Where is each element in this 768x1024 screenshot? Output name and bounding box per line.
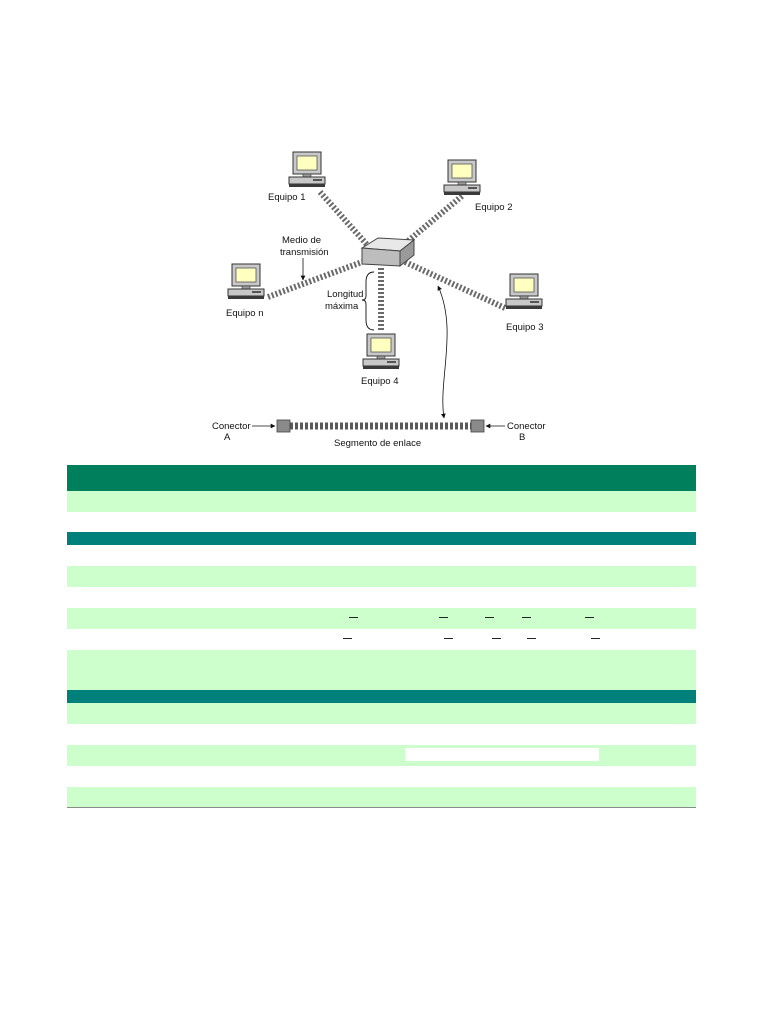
label-equipo-4: Equipo 4 <box>361 376 399 387</box>
label-equipo-n: Equipo n <box>226 308 264 319</box>
table-row <box>67 587 696 608</box>
table-row <box>67 566 696 587</box>
longitud-brace <box>361 271 375 331</box>
table-row <box>67 787 696 808</box>
label-medio-line2: transmisión <box>280 247 329 258</box>
computer-icon <box>505 273 543 310</box>
dash-mark <box>343 638 352 639</box>
label-longitud-line1: Longitud <box>327 289 363 300</box>
table-section-band <box>67 532 696 545</box>
cable-equipo-3 <box>403 259 507 311</box>
table-cell-highlight <box>405 748 599 761</box>
table-row <box>67 724 696 745</box>
computer-icon <box>288 151 326 188</box>
table-row <box>67 608 696 629</box>
connector-icon <box>276 419 291 433</box>
dash-mark <box>591 638 600 639</box>
star-topology-diagram: Equipo 1 Equipo 2 Equipo 3 Equipo 4 Equi… <box>212 151 546 449</box>
hub-icon <box>360 237 416 268</box>
computer-icon <box>443 159 481 196</box>
dash-mark <box>522 617 531 618</box>
table-row <box>67 745 696 766</box>
table-row <box>67 629 696 650</box>
label-conector-a-line2: A <box>224 432 231 443</box>
table-row <box>67 512 696 532</box>
dash-mark <box>444 638 453 639</box>
dash-mark <box>585 617 594 618</box>
dash-mark <box>439 617 448 618</box>
connector-icon <box>470 419 485 433</box>
table-section-band <box>67 690 696 703</box>
label-conector-a-line1: Conector <box>212 421 251 432</box>
table-row <box>67 491 696 512</box>
dash-mark <box>527 638 536 639</box>
computer-icon <box>227 263 265 300</box>
table-row <box>67 703 696 724</box>
label-longitud-line2: máxima <box>325 301 359 312</box>
label-segmento: Segmento de enlace <box>334 438 421 449</box>
dash-mark <box>485 617 494 618</box>
table-row <box>67 766 696 787</box>
cable-equipo-n <box>266 259 364 300</box>
label-equipo-3: Equipo 3 <box>506 322 544 333</box>
spec-table <box>67 465 696 808</box>
table-row <box>67 545 696 566</box>
cable-equipo-1 <box>317 190 373 250</box>
cables <box>266 190 507 332</box>
label-medio-line1: Medio de <box>282 235 321 246</box>
label-equipo-2: Equipo 2 <box>475 202 513 213</box>
dash-mark <box>349 617 358 618</box>
segment-pointer-arrow <box>437 285 448 419</box>
label-conector-b-line2: B <box>519 432 525 443</box>
table-header-band <box>67 465 696 491</box>
cable-equipo-2 <box>400 193 464 249</box>
dash-mark <box>492 638 501 639</box>
link-segment <box>252 419 505 433</box>
label-equipo-1: Equipo 1 <box>268 192 306 203</box>
computer-icon <box>362 333 400 370</box>
label-conector-b-line1: Conector <box>507 421 546 432</box>
table-row <box>67 650 696 690</box>
